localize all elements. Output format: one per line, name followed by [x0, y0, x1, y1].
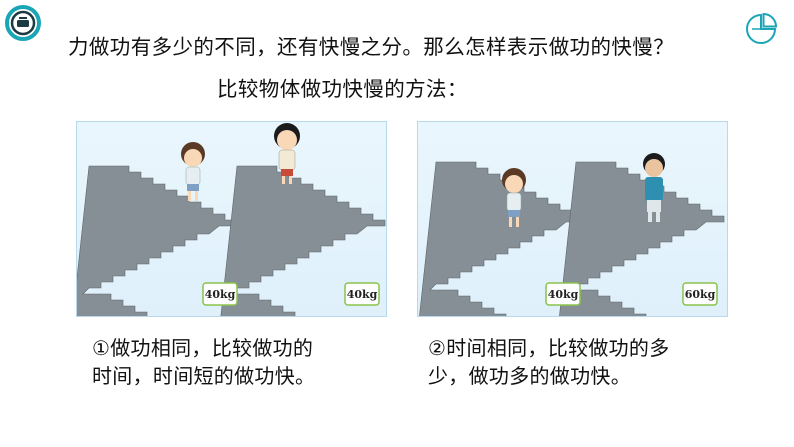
boy-figure: [274, 123, 300, 184]
caption-line: ②时间相同，比较做功的多: [428, 336, 670, 360]
teal-ring-logo-icon: [5, 5, 41, 41]
main-question: 力做功有多少的不同，还有快慢之分。那么怎样表示做功的快慢？: [68, 35, 675, 59]
caption-equal-time: ②时间相同，比较做功的多 少，做功多的做功快。: [428, 334, 728, 390]
caption-line: 少，做功多的做功快。: [428, 364, 631, 388]
right-staircase: [559, 161, 725, 316]
girl-figure: [502, 168, 526, 227]
weight-label-right-man: 60kg: [685, 288, 716, 301]
right-staircase: [220, 165, 386, 316]
left-staircase: [419, 161, 585, 316]
scene-equal-work: 40kg 40kg: [76, 121, 387, 317]
scene-equal-time: 40kg 60kg: [417, 121, 728, 317]
caption-line: ①做功相同，比较做功的: [92, 336, 314, 360]
girl-figure: [181, 142, 205, 201]
weight-label-left-girl: 40kg: [205, 288, 236, 301]
pie-chart-icon: [746, 12, 778, 44]
weight-label-left-boy: 40kg: [347, 288, 378, 301]
caption-line: 时间，时间短的做功快。: [92, 364, 316, 388]
weight-label-right-girl: 40kg: [548, 288, 579, 301]
caption-equal-work: ①做功相同，比较做功的 时间，时间短的做功快。: [92, 334, 392, 390]
man-figure: [643, 153, 665, 222]
left-staircase: [77, 165, 238, 316]
section-subtitle: 比较物体做功快慢的方法：: [217, 77, 468, 101]
